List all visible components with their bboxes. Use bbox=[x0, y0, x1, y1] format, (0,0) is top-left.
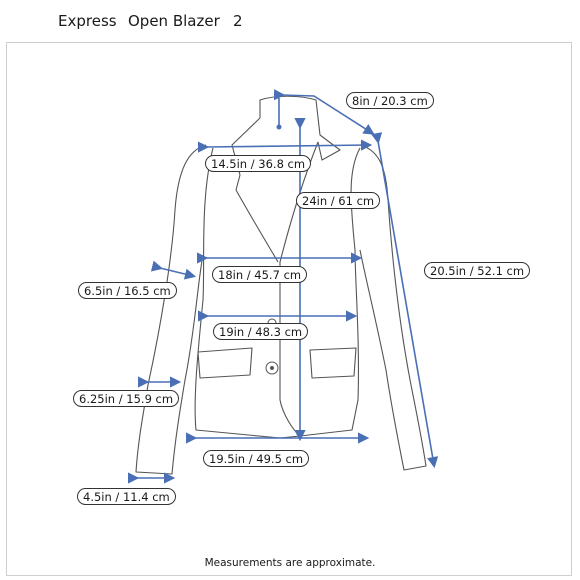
label-hem: 19.5in / 49.5 cm bbox=[203, 450, 310, 467]
label-length: 24in / 61 cm bbox=[296, 192, 381, 209]
arrow-sleeve bbox=[371, 132, 439, 469]
label-waist: 19in / 48.3 cm bbox=[213, 323, 309, 340]
right-pocket bbox=[309, 347, 357, 379]
label-shoulder-width: 14.5in / 36.8 cm bbox=[205, 155, 312, 172]
measurement-arrows bbox=[128, 89, 439, 484]
collar-left bbox=[231, 117, 261, 191]
blazer-outline bbox=[135, 95, 427, 475]
brand-name: Express bbox=[58, 12, 117, 30]
label-sleeve-length: 20.5in / 52.1 cm bbox=[424, 262, 531, 279]
left-sleeve-outline bbox=[135, 144, 207, 475]
label-forearm: 6.25in / 15.9 cm bbox=[73, 390, 180, 407]
diagram-frame bbox=[6, 42, 572, 576]
arrow-bicep bbox=[150, 260, 197, 280]
label-cuff: 4.5in / 11.4 cm bbox=[77, 488, 176, 505]
front-opening bbox=[279, 262, 301, 437]
label-chest: 18in / 45.7 cm bbox=[212, 266, 308, 283]
item-name: Open Blazer bbox=[128, 12, 220, 30]
disclaimer-note: Measurements are approximate. bbox=[204, 557, 376, 569]
button-bottom-center bbox=[270, 366, 274, 370]
arrow-shoulder-collar bbox=[273, 89, 375, 135]
arrow-collar-dot bbox=[276, 124, 282, 130]
left-pocket bbox=[197, 347, 253, 379]
arrow-shoulder-width bbox=[197, 139, 373, 153]
item-size: 2 bbox=[233, 12, 243, 30]
label-bicep: 6.5in / 16.5 cm bbox=[78, 282, 177, 299]
label-shoulder-to-collar: 8in / 20.3 cm bbox=[346, 92, 434, 109]
lapel-left bbox=[235, 189, 279, 263]
